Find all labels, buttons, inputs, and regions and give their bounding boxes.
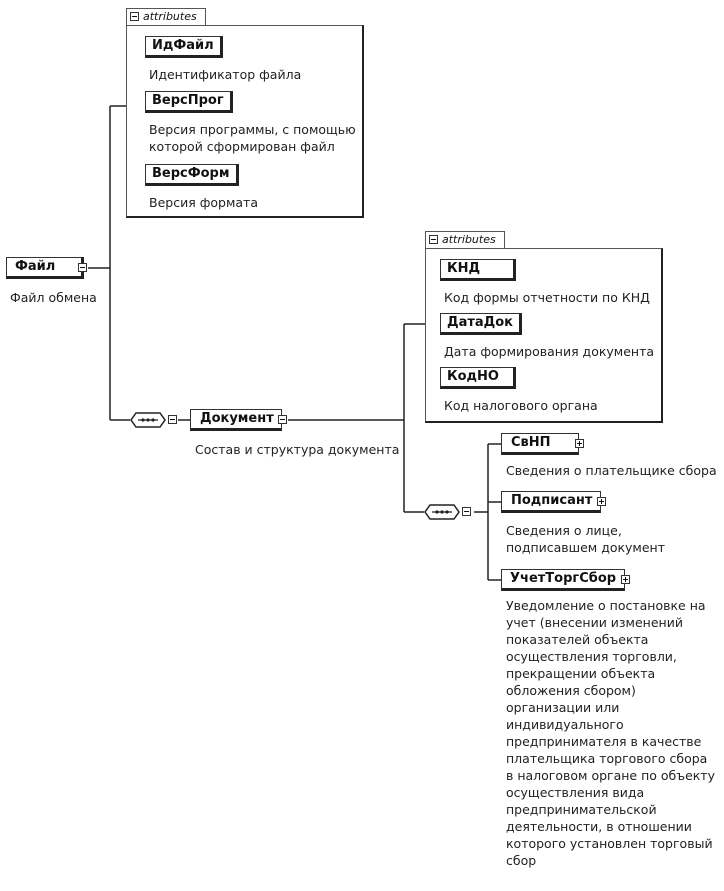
attribute-idfile[interactable]: ИдФайл: [145, 36, 223, 58]
collapse-icon[interactable]: [429, 234, 438, 244]
element-name: Подписант: [511, 493, 593, 508]
element-name: Документ: [200, 411, 274, 426]
child-element-svnp[interactable]: СвНП: [501, 433, 584, 455]
child-element-podpisant[interactable]: Подписант: [501, 491, 606, 513]
document-attributes-group: attributes КНД Код формы отчетности по К…: [425, 231, 663, 423]
attribute-name: ВерсПрог: [152, 93, 224, 108]
attribute-name: ИдФайл: [152, 38, 214, 53]
child-description: Уведомление о постановке на учет (внесен…: [506, 598, 715, 868]
attributes-tab[interactable]: attributes: [425, 231, 505, 248]
collapse-icon[interactable]: [168, 415, 177, 424]
attribute-description: Дата формирования документа: [444, 344, 655, 359]
attribute-knd[interactable]: КНД: [440, 259, 516, 281]
sequence-icon: [130, 412, 166, 428]
element-name: СвНП: [511, 435, 551, 450]
root-description: Файл обмена: [10, 290, 97, 305]
element-name: УчетТоргСбор: [510, 571, 617, 586]
expand-icon[interactable]: [575, 439, 584, 448]
attribute-datadok[interactable]: ДатаДок: [440, 313, 522, 335]
attribute-description: Идентификатор файла: [149, 67, 302, 82]
child-element-uchettorgsbor[interactable]: УчетТоргСбор: [501, 569, 630, 591]
document-description: Состав и структура документа: [195, 442, 400, 457]
child-description: Сведения о плательщике сбора: [506, 463, 717, 478]
expand-icon[interactable]: [621, 575, 630, 584]
root-element-node[interactable]: Файл: [6, 257, 87, 279]
attributes-tab-label: attributes: [442, 233, 496, 246]
document-element-node[interactable]: Документ: [190, 409, 287, 431]
attribute-name: ВерсФорм: [152, 166, 230, 181]
attribute-name: КНД: [447, 261, 481, 276]
collapse-icon[interactable]: [130, 11, 139, 21]
expand-icon[interactable]: [597, 497, 606, 506]
attribute-kodno[interactable]: КодНО: [440, 367, 516, 389]
attribute-versform[interactable]: ВерсФорм: [145, 164, 239, 186]
element-name: Файл: [15, 259, 56, 274]
attribute-name: ДатаДок: [447, 315, 513, 330]
attribute-description: Код формы отчетности по КНД: [444, 290, 650, 305]
attribute-description: Версия программы, с помощью которой сфор…: [149, 122, 356, 154]
collapse-icon[interactable]: [462, 507, 471, 516]
attribute-description: Версия формата: [149, 195, 258, 210]
collapse-icon[interactable]: [278, 415, 287, 424]
collapse-icon[interactable]: [78, 263, 87, 272]
attribute-description: Код налогового органа: [444, 398, 598, 413]
sequence-icon: [424, 504, 460, 520]
attribute-versprog[interactable]: ВерсПрог: [145, 91, 233, 113]
root-attributes-group: attributes ИдФайл Идентификатор файла Ве…: [126, 8, 364, 218]
child-description: Сведения о лице, подписавшем документ: [506, 523, 666, 555]
attributes-tab-label: attributes: [143, 10, 197, 23]
attributes-tab[interactable]: attributes: [126, 8, 206, 25]
attribute-name: КодНО: [447, 369, 499, 384]
